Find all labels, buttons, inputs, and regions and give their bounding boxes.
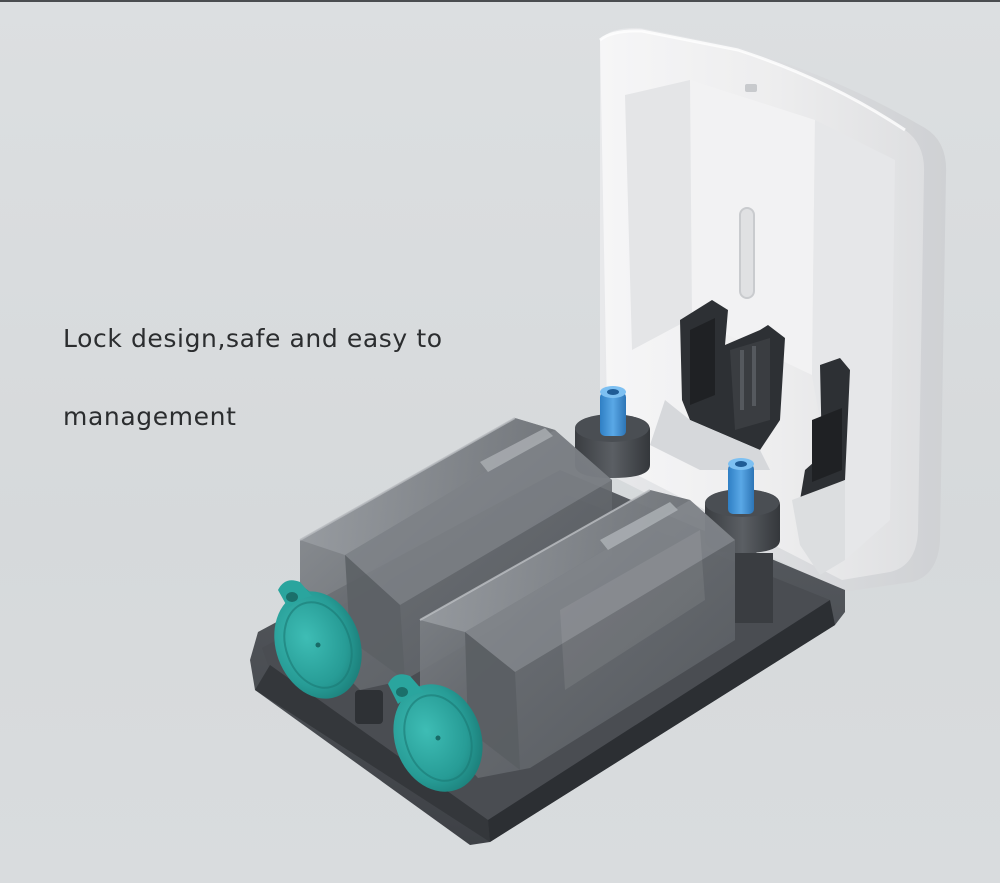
- caption-line-1: Lock design,safe and easy to: [63, 324, 443, 353]
- pump-right: [705, 458, 780, 623]
- caption-line-2: management: [63, 402, 237, 431]
- bottle-cap-back: [274, 580, 362, 699]
- top-divider: [0, 0, 1000, 2]
- bottle-cap-front: [388, 674, 483, 792]
- feature-caption: Lock design,safe and easy to management: [63, 300, 503, 456]
- refill-bottle-back: [299, 417, 612, 690]
- pump-brackets: [650, 300, 850, 575]
- tray-latch: [355, 690, 383, 724]
- refill-bottle-front: [419, 489, 735, 778]
- pump-left: [575, 386, 650, 478]
